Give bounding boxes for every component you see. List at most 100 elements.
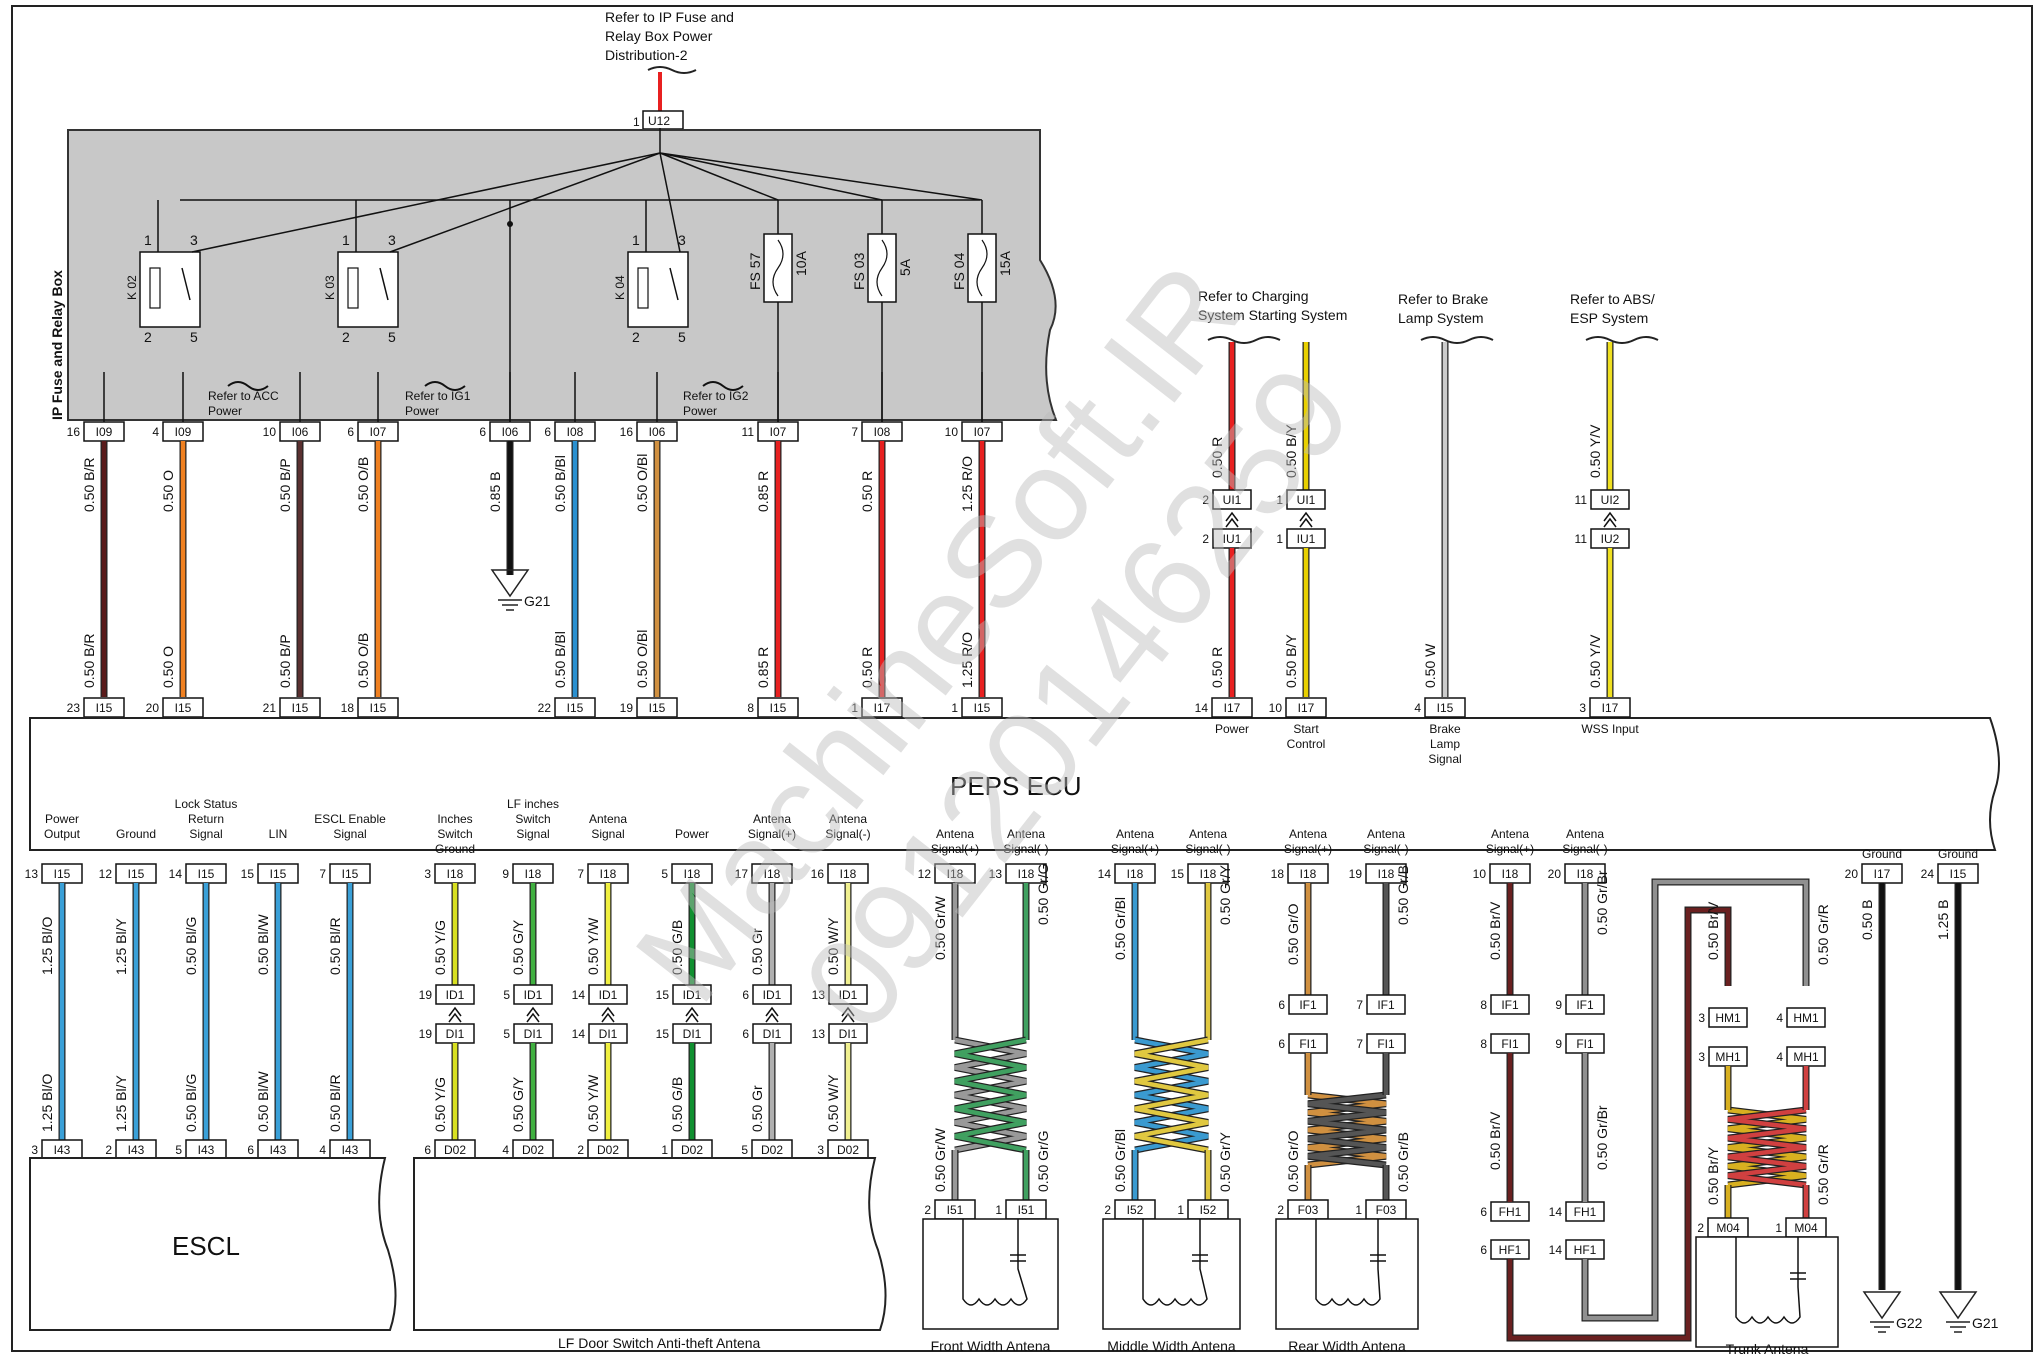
connector-box bbox=[1590, 489, 1630, 510]
connector-pin: 2 bbox=[924, 1203, 931, 1217]
connector-pin: 5 bbox=[175, 1143, 182, 1157]
pin-function: Ground bbox=[1938, 847, 1978, 861]
connector-name: MH1 bbox=[1715, 1050, 1741, 1064]
ref-break bbox=[227, 381, 269, 391]
connector-box bbox=[1286, 489, 1326, 510]
connector-name: I18 bbox=[1018, 867, 1035, 881]
connector-name: I43 bbox=[342, 1143, 359, 1157]
relay-2 bbox=[337, 251, 399, 328]
wire-spec: 0.50 B/Bl bbox=[552, 455, 568, 512]
connector-pin: 20 bbox=[146, 701, 160, 715]
wire-spec: 0.50 B/P bbox=[277, 458, 293, 512]
connector-name: UI1 bbox=[1297, 493, 1316, 507]
wire-spec: 0.50 Bl/W bbox=[255, 914, 271, 975]
connector-name: HF1 bbox=[1499, 1243, 1522, 1257]
connector-name: FI1 bbox=[1576, 1037, 1594, 1051]
wire-spec: 0.50 W bbox=[1422, 643, 1438, 688]
ref-break bbox=[1420, 336, 1494, 344]
ground-label: G21 bbox=[1972, 1315, 1999, 1331]
twisted-pair bbox=[954, 1037, 1027, 1153]
connector-name: I17 bbox=[1874, 867, 1891, 881]
connector-name: I15 bbox=[1950, 867, 1967, 881]
ground-symbol bbox=[1862, 1291, 1902, 1320]
wire-spec: 0.50 G/Y bbox=[510, 1076, 526, 1132]
connector-name: I52 bbox=[1127, 1203, 1144, 1217]
connector-pin: 6 bbox=[424, 1143, 431, 1157]
connector-name: DI1 bbox=[683, 1027, 702, 1041]
ground-label: G22 bbox=[1896, 1315, 1923, 1331]
connector-pin: 1 bbox=[1276, 532, 1283, 546]
connector-pin: 18 bbox=[1271, 867, 1285, 881]
connector-pin: 4 bbox=[152, 425, 159, 439]
pin-function: Antena bbox=[1566, 827, 1604, 841]
connector-box bbox=[1490, 994, 1530, 1015]
connector-name: D02 bbox=[597, 1143, 619, 1157]
antenna-box bbox=[1695, 1236, 1839, 1348]
wire-spec: 0.50 R bbox=[1209, 437, 1225, 478]
connector-pin: 1 bbox=[1177, 1203, 1184, 1217]
connector-name: IU1 bbox=[1223, 532, 1242, 546]
connector-pin: 2 bbox=[105, 1143, 112, 1157]
antenna-box bbox=[922, 1218, 1059, 1330]
twisted-pair bbox=[1727, 1107, 1807, 1188]
antenna-name: Front Width Antena bbox=[931, 1338, 1051, 1354]
connector-pin: 2 bbox=[1202, 493, 1209, 507]
top-ref-line3: Distribution-2 bbox=[605, 47, 688, 63]
connector-name: I18 bbox=[764, 867, 781, 881]
connector-pin: 6 bbox=[347, 425, 354, 439]
connector-pin: 15 bbox=[656, 988, 670, 1002]
connector-name: D02 bbox=[761, 1143, 783, 1157]
relay-switch bbox=[181, 267, 191, 301]
connector-pin: 10 bbox=[1473, 867, 1487, 881]
fuse-name: FS 03 bbox=[851, 252, 867, 290]
connector-box bbox=[1212, 489, 1252, 510]
pin-function: Signal bbox=[1428, 752, 1461, 766]
connector-pin: 1 bbox=[661, 1143, 668, 1157]
connector-name: M04 bbox=[1716, 1221, 1740, 1235]
connector-pin: 11 bbox=[1575, 532, 1588, 546]
connector-pin: 13 bbox=[25, 867, 39, 881]
wire-spec: 0.50 O/Bl bbox=[634, 630, 650, 688]
connector-name: I18 bbox=[600, 867, 617, 881]
connector-name: DI1 bbox=[839, 1027, 858, 1041]
connector-name: D02 bbox=[522, 1143, 544, 1157]
wire-spec: 0.50 Gr/Bl bbox=[1112, 1129, 1128, 1192]
connector-name: M04 bbox=[1794, 1221, 1818, 1235]
small-ref: Refer to IG2 bbox=[683, 389, 749, 403]
wire-spec: 1.25 Bl/O bbox=[39, 917, 55, 975]
right-ref: Lamp System bbox=[1398, 310, 1484, 326]
connector-pin: 13 bbox=[989, 867, 1003, 881]
connector-name: I18 bbox=[684, 867, 701, 881]
page-frame bbox=[11, 5, 2033, 1352]
connector-pin: 24 bbox=[1921, 867, 1935, 881]
wire-spec: 0.50 O bbox=[160, 646, 176, 688]
connector-name: I17 bbox=[1224, 701, 1241, 715]
connector-name: IF1 bbox=[1576, 998, 1594, 1012]
ref-break bbox=[424, 381, 466, 391]
connector-name: DI1 bbox=[599, 1027, 618, 1041]
connector-name: MH1 bbox=[1793, 1050, 1819, 1064]
connector-box bbox=[588, 984, 628, 1005]
connector-name: ID1 bbox=[763, 988, 782, 1002]
wire-spec: 0.50 G/Y bbox=[510, 919, 526, 975]
mating-arrow bbox=[841, 1006, 855, 1023]
connector-pin: 2 bbox=[1202, 532, 1209, 546]
antenna-coil bbox=[1142, 1219, 1208, 1306]
connector-pin: 20 bbox=[1845, 867, 1859, 881]
pin-function: Ground bbox=[116, 827, 156, 841]
twisted-pair bbox=[1134, 1037, 1209, 1153]
wire-spec: 0.50 Bl/G bbox=[183, 1074, 199, 1132]
pin-function: Signal(+) bbox=[1486, 842, 1534, 856]
mating-arrow bbox=[601, 1006, 615, 1023]
connector-name: I52 bbox=[1200, 1203, 1217, 1217]
wire-spec: 1.25 Bl/Y bbox=[113, 1075, 129, 1132]
box-title: IP Fuse and Relay Box bbox=[49, 270, 65, 420]
top-conn-pin: 1 bbox=[633, 115, 640, 129]
connector-pin: 13 bbox=[812, 1027, 826, 1041]
wire-spec: 0.50 Gr/R bbox=[1815, 904, 1831, 965]
capacitor bbox=[1790, 1272, 1806, 1280]
pin-function: Lock Status bbox=[175, 797, 238, 811]
connector-pin: 16 bbox=[67, 425, 81, 439]
